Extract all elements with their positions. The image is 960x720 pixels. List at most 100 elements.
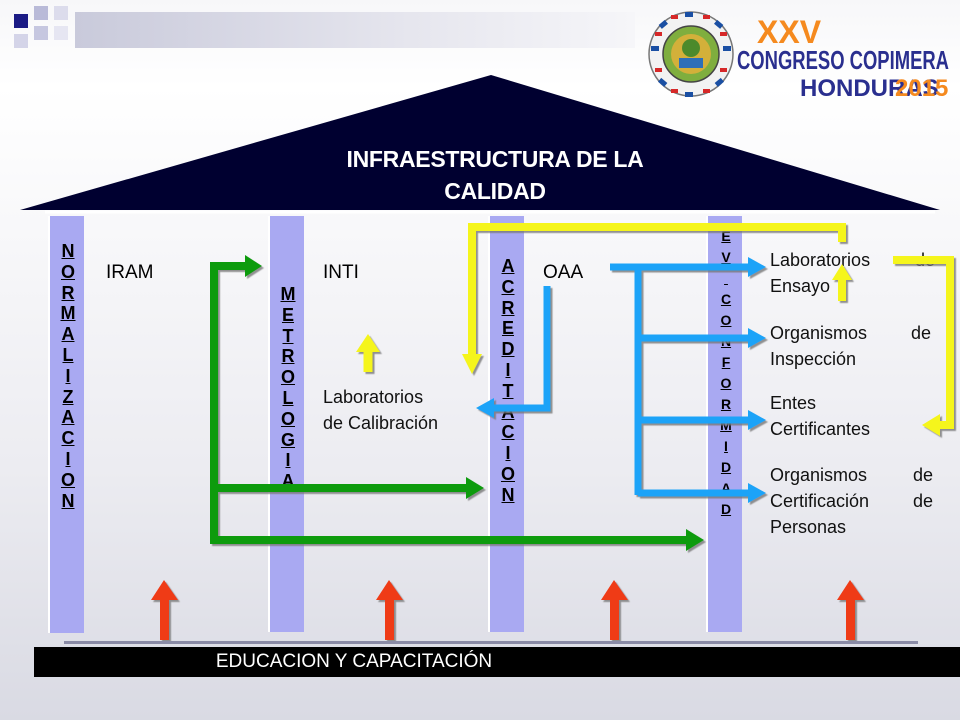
- certifying-line1: Entes: [770, 393, 817, 413]
- pillar-letter: Z: [62, 386, 74, 407]
- inspection-bodies-label: Organismos de Inspección: [770, 320, 931, 372]
- pillar-letter: N: [501, 484, 515, 505]
- copimera-seal-icon: [648, 11, 734, 97]
- pillar-letter: O: [720, 375, 732, 391]
- org-inti: INTI: [323, 262, 359, 283]
- pillar-letter: D: [501, 339, 515, 360]
- pillar-letter: A: [501, 401, 515, 422]
- corner-square-light: [54, 26, 68, 40]
- base-rule: [64, 641, 918, 644]
- pillar-letter: O: [720, 312, 732, 328]
- triangle-arrowhead-icon: [376, 580, 403, 600]
- pillar-letter: I: [505, 359, 511, 380]
- pillar-letter: I: [285, 450, 291, 471]
- certifying-bodies-label: Entes Certificantes: [770, 390, 870, 442]
- pillar-letter: C: [501, 422, 515, 443]
- pillar-letter: A: [61, 324, 75, 345]
- triangle-arrowhead-icon: [462, 354, 482, 374]
- triangle-arrowhead-icon: [151, 580, 178, 600]
- pillar-letter: F: [721, 354, 731, 370]
- pillar-letter: A: [720, 480, 732, 496]
- triangle-arrowhead-icon: [748, 328, 766, 348]
- inspection-line1: Organismos de: [770, 323, 931, 343]
- pillar-letter: A: [61, 407, 75, 428]
- pillar-letter: L: [62, 344, 74, 365]
- org-iram: IRAM: [106, 262, 154, 283]
- pillar-letter: N: [61, 490, 75, 511]
- pillar-letter: D: [720, 501, 732, 517]
- triangle-arrowhead-icon: [245, 255, 262, 277]
- pillar-letter: N: [720, 333, 732, 349]
- red-up-arrow: [151, 580, 178, 640]
- logo-numeral: XXV: [757, 14, 822, 50]
- pillar-letter: R: [281, 346, 295, 367]
- pillar-letter: D: [720, 459, 732, 475]
- pillar-letter: N: [61, 241, 75, 261]
- pillar-letter: I: [65, 365, 71, 386]
- pillar-letter: I: [65, 448, 71, 469]
- logo-line1: CONGRESO COPIMERA: [737, 45, 949, 75]
- corner-square-light: [14, 34, 28, 48]
- pillar-letter: A: [281, 471, 295, 492]
- pillar-letter: V: [721, 249, 731, 265]
- base-foundation: EDUCACION Y CAPACITACIÓN: [34, 647, 960, 677]
- pillar-letter: C: [501, 276, 515, 297]
- pillar-letter: O: [60, 261, 75, 282]
- red-up-arrow: [837, 580, 864, 640]
- pillar-letter: C: [720, 291, 732, 307]
- person-certification-label: Organismos de Certificación de Personas: [770, 462, 933, 540]
- triangle-arrowhead-icon: [601, 580, 628, 600]
- org-oaa: OAA: [543, 262, 584, 283]
- pillar-letter: L: [282, 387, 294, 408]
- pillar-letter: O: [280, 367, 295, 388]
- triangle-arrowhead-icon: [356, 334, 380, 352]
- testing-labs-line2: Ensayo: [770, 276, 831, 296]
- inspection-line2: Inspección: [770, 349, 857, 369]
- calibration-line1: Laboratorios: [323, 387, 424, 407]
- triangle-arrowhead-icon: [748, 483, 766, 503]
- pillar-letter: M: [720, 417, 732, 433]
- triangle-arrowhead-icon: [837, 580, 864, 600]
- logo-year: 2015: [895, 75, 948, 102]
- calibration-labs-label: Laboratorios de Calibración: [323, 384, 438, 436]
- person-cert-line2: Certificación de: [770, 491, 933, 511]
- pillar-letter: O: [280, 408, 295, 429]
- pillar-letter: A: [501, 256, 515, 276]
- testing-labs-label: Laboratorios de Ensayo: [770, 247, 935, 299]
- pillar-letter: T: [502, 380, 514, 401]
- pillar-letter: M: [280, 284, 296, 304]
- pillar-letter: R: [501, 297, 515, 318]
- triangle-arrowhead-icon: [748, 257, 766, 277]
- triangle-arrowhead-icon: [922, 414, 940, 436]
- base-label: EDUCACION Y CAPACITACIÓN: [215, 651, 493, 672]
- pillar-letter: M: [60, 303, 76, 324]
- congress-logo: XXV CONGRESO COPIMERA HONDURAS 2015: [648, 11, 949, 102]
- pillar-letter: G: [280, 429, 295, 450]
- red-up-arrow: [376, 580, 403, 640]
- corner-square-light: [34, 26, 48, 40]
- pillar-letter: O: [60, 469, 75, 490]
- calibration-line2: de Calibración: [323, 413, 439, 433]
- testing-labs-line1: Laboratorios de: [770, 250, 935, 270]
- pillar-letter: C: [61, 428, 75, 449]
- pillar-letter: E: [501, 318, 514, 339]
- pillar-letter: E: [721, 228, 731, 244]
- green-metrology-line: [210, 262, 247, 544]
- triangle-arrowhead-icon: [466, 477, 484, 499]
- corner-square-light: [34, 6, 48, 20]
- certifying-line2: Certificantes: [770, 419, 871, 439]
- pillar-letter: T: [282, 325, 294, 346]
- pillar-letter: I: [724, 438, 728, 454]
- red-up-arrow: [601, 580, 628, 640]
- roof-title-line2: CALIDAD: [444, 178, 546, 204]
- pillar-letter: R: [720, 396, 732, 412]
- pillar-letter: E: [281, 304, 294, 325]
- triangle-arrowhead-icon: [748, 410, 766, 430]
